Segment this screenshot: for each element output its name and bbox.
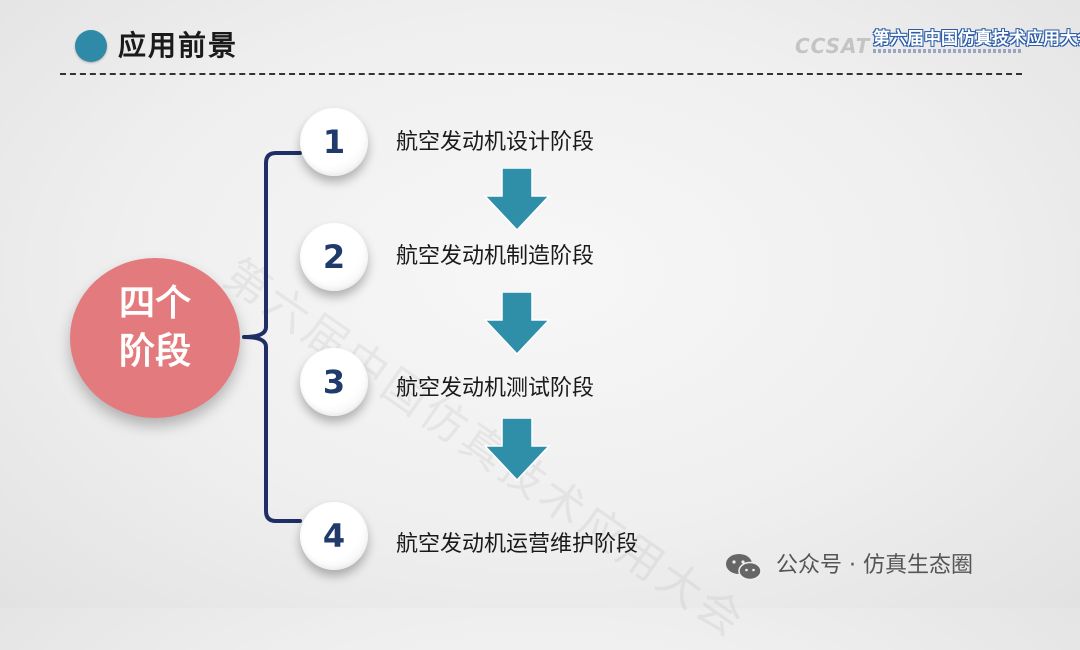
page-title: 应用前景 <box>118 29 239 62</box>
step-circle-3: 3 <box>300 348 368 416</box>
step-label-4: 航空发动机运营维护阶段 <box>396 532 639 557</box>
step-number-4: 4 <box>322 517 346 555</box>
step-circle-1: 1 <box>300 108 368 176</box>
logo-subtitle-strip <box>873 49 1021 53</box>
logo-abbr: CCSAT <box>795 34 871 58</box>
logo-conference-name: 第六届中国仿真技术应用大会 <box>873 29 1080 49</box>
step-circle-2: 2 <box>300 223 368 291</box>
footer-brand: 公众号 · 仿真生态圈 <box>712 548 1052 584</box>
step-label-2: 航空发动机制造阶段 <box>396 244 595 269</box>
four-stages-circle: 四个 阶段 <box>70 258 240 418</box>
step-number-2: 2 <box>322 238 346 276</box>
conference-logo: CCSAT 第六届中国仿真技术应用大会 <box>795 22 1080 62</box>
step-label-1: 航空发动机设计阶段 <box>396 130 595 155</box>
title-dot-icon <box>75 30 107 62</box>
step-number-1: 1 <box>322 123 346 161</box>
bracket-connector <box>242 151 302 523</box>
header-divider <box>60 73 1022 75</box>
step-label-3: 航空发动机测试阶段 <box>396 376 595 401</box>
four-stages-label: 四个 阶段 <box>118 283 191 372</box>
down-arrow-icon <box>483 168 551 232</box>
footer-text: 公众号 · 仿真生态圈 <box>776 553 973 578</box>
down-arrow-icon <box>483 418 551 482</box>
down-arrow-icon <box>483 292 551 356</box>
step-circle-4: 4 <box>300 502 368 570</box>
wechat-icon <box>726 554 762 581</box>
step-number-3: 3 <box>322 363 346 401</box>
